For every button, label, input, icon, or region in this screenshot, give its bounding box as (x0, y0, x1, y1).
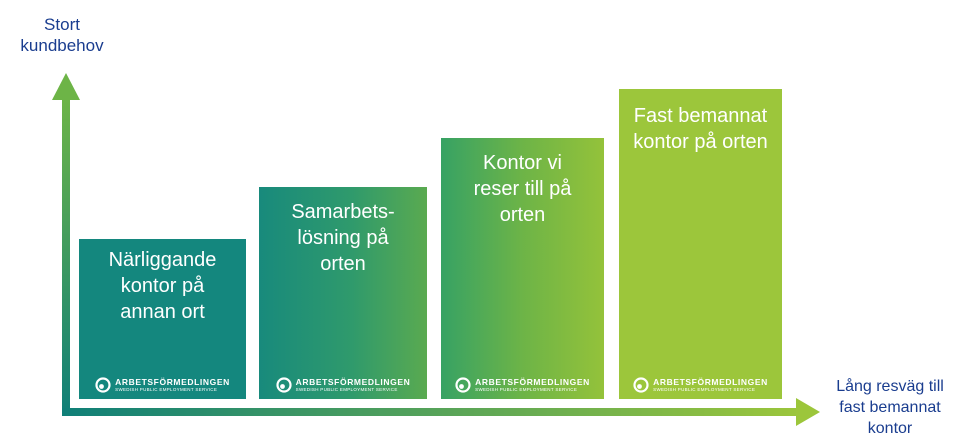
y-axis-line (62, 98, 70, 416)
logo-name: ARBETSFÖRMEDLINGEN (115, 377, 230, 387)
box-label: Kontor vi reser till på orten (473, 152, 572, 226)
arbetsformedlingen-logo: ARBETSFÖRMEDLINGEN SWEDISH PUBLIC EMPLOY… (79, 377, 246, 393)
box-fast-bemannat-kontor: Fast bemannat kontor på orten ARBETSFÖRM… (619, 89, 782, 399)
x-axis-label: Lång resväg till fast bemannat kontor (836, 378, 944, 437)
arbetsformedlingen-logo: ARBETSFÖRMEDLINGEN SWEDISH PUBLIC EMPLOY… (259, 377, 427, 393)
logo-subtitle: SWEDISH PUBLIC EMPLOYMENT SERVICE (115, 386, 218, 392)
logo-subtitle: SWEDISH PUBLIC EMPLOYMENT SERVICE (295, 386, 398, 392)
logo-name: ARBETSFÖRMEDLINGEN (295, 377, 411, 387)
x-axis-arrowhead (796, 398, 820, 426)
arbetsformedlingen-logo: ARBETSFÖRMEDLINGEN SWEDISH PUBLIC EMPLOY… (441, 377, 604, 393)
logo-name: ARBETSFÖRMEDLINGEN (653, 377, 768, 387)
box-label: Närliggande kontor på annan ort (108, 249, 217, 323)
box-label: Samarbets- lösning på orten (291, 201, 395, 275)
x-axis-line (62, 408, 802, 416)
logo-subtitle: SWEDISH PUBLIC EMPLOYMENT SERVICE (653, 386, 756, 392)
logo-name: ARBETSFÖRMEDLINGEN (475, 377, 590, 387)
box-narliggande-kontor: Närliggande kontor på annan ort ARBETSFÖ… (79, 239, 246, 399)
arbetsformedlingen-logo: ARBETSFÖRMEDLINGEN SWEDISH PUBLIC EMPLOY… (619, 377, 782, 393)
logo-icon (633, 377, 649, 393)
box-samarbetslosning: Samarbets- lösning på orten ARBETSFÖRMED… (259, 187, 427, 399)
y-axis-arrowhead (52, 73, 80, 100)
logo-icon (95, 377, 111, 393)
box-label: Fast bemannat kontor på orten (633, 105, 768, 153)
logo-icon (276, 377, 292, 393)
logo-icon (455, 377, 471, 393)
logo-subtitle: SWEDISH PUBLIC EMPLOYMENT SERVICE (475, 386, 578, 392)
y-axis-label: Stort kundbehov (20, 15, 104, 55)
box-kontor-vi-reser-till: Kontor vi reser till på orten ARBETSFÖRM… (441, 138, 604, 399)
